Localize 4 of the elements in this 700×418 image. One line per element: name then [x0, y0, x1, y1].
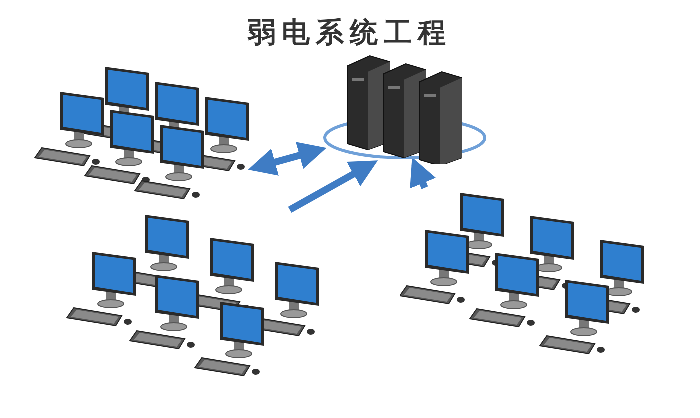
arrow: [410, 158, 436, 190]
arrow: [248, 142, 327, 176]
arrow: [288, 160, 378, 214]
title: 弱电系统工程: [246, 15, 453, 51]
